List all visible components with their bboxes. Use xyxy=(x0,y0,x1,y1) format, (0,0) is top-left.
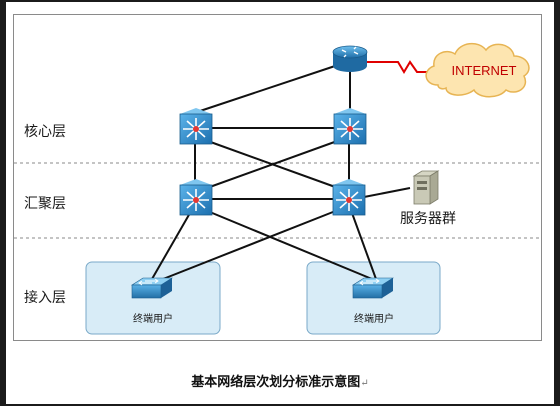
core-switch-left-icon xyxy=(179,108,213,145)
figure-caption: 基本网络层次划分标准示意图↵ xyxy=(0,371,560,390)
link-core-right-agg-left xyxy=(206,139,341,189)
router-icon xyxy=(332,45,368,72)
server-group-label: 服务器群 xyxy=(400,211,456,227)
wan-link-zigzag xyxy=(367,60,432,74)
access-group-left-label: 终端用户 xyxy=(133,312,173,325)
caption-text: 基本网络层次划分标准示意图 xyxy=(191,375,361,390)
link-router-core-left xyxy=(196,65,336,113)
link-agg-right-access-right xyxy=(351,212,377,280)
access-switch-left-icon xyxy=(130,277,174,299)
link-agg-right-server xyxy=(363,187,411,198)
layer-label-access: 接入层 xyxy=(24,289,66,306)
aggregation-switch-right-icon xyxy=(332,179,366,216)
core-switch-right-icon xyxy=(333,108,367,145)
paragraph-mark: ↵ xyxy=(360,378,369,389)
layer-label-core: 核心层 xyxy=(24,124,66,140)
server-icon xyxy=(412,170,440,205)
access-switch-right-icon xyxy=(351,277,395,299)
network-links xyxy=(151,65,411,282)
access-group-right-label: 终端用户 xyxy=(354,312,394,325)
aggregation-switch-left-icon xyxy=(179,179,213,216)
link-agg-left-access-right xyxy=(204,209,373,280)
internet-cloud-icon xyxy=(425,42,530,98)
internet-label: INTERNET xyxy=(452,63,517,78)
layer-label-aggregation: 汇聚层 xyxy=(24,196,66,212)
diagram-border xyxy=(13,14,542,341)
link-agg-left-access-left xyxy=(151,212,191,280)
link-agg-right-access-left xyxy=(157,209,339,282)
